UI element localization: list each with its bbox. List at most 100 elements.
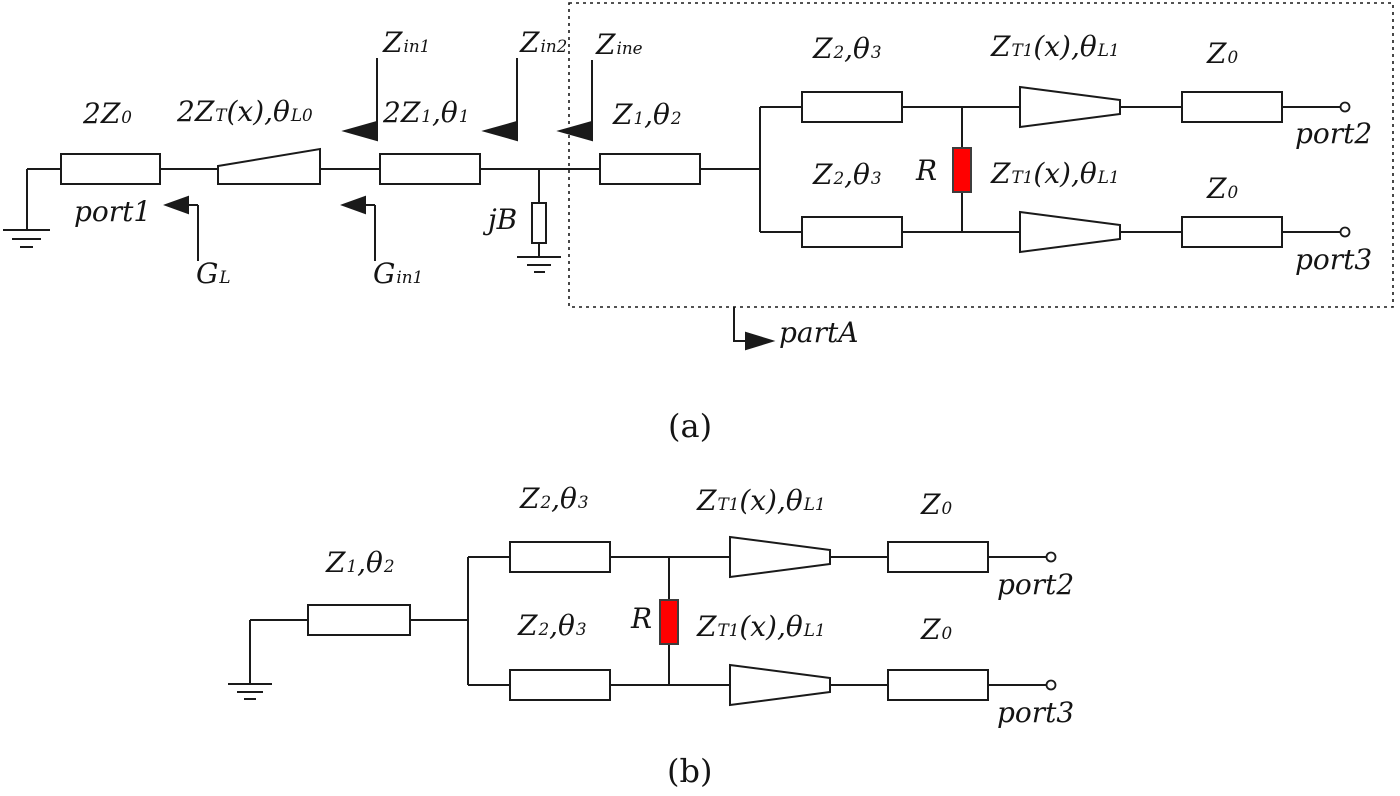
label-z2-theta3-top-a: Z2,θ3 xyxy=(813,34,882,63)
label-part: Z xyxy=(813,32,833,65)
resistor-body xyxy=(659,599,679,645)
gl-arrow xyxy=(163,195,199,261)
label-part: Z xyxy=(596,28,616,61)
label-subscript: 3 xyxy=(870,168,882,188)
label-part: port3 xyxy=(1295,243,1373,276)
tline-box-z0-bot-b xyxy=(887,669,989,701)
label-subscript: ine xyxy=(616,38,643,58)
label-subscript: in1 xyxy=(403,36,431,56)
label-part: ,θ xyxy=(844,32,870,65)
label-zin2: Zin2 xyxy=(520,28,567,57)
label-z1-theta2: Z1,θ2 xyxy=(613,100,682,129)
label-gl: GL xyxy=(196,259,231,288)
label-part: Z xyxy=(921,613,941,646)
label-part: (x),θ xyxy=(1033,30,1097,63)
port2-terminal-b xyxy=(1045,551,1057,563)
label-subscript: 2 xyxy=(670,108,682,128)
label-part: port2 xyxy=(997,568,1075,601)
label-subscript: L1 xyxy=(803,494,826,514)
label-subscript: 3 xyxy=(575,619,587,639)
label-part: ,θ xyxy=(844,158,870,191)
label-zine: Zine xyxy=(596,30,643,59)
label-part: G xyxy=(373,257,396,290)
port3-terminal-b xyxy=(1045,679,1057,691)
label-part: 2Z xyxy=(383,96,421,129)
label-port2-a: port2 xyxy=(1295,119,1372,148)
port2-terminal-a xyxy=(1339,101,1351,113)
isolation-resistor-a xyxy=(952,107,972,232)
label-subscript: 0 xyxy=(121,107,132,127)
label-subscript: 2 xyxy=(540,492,552,512)
label-port3-a: port3 xyxy=(1295,245,1372,274)
label-subscript: 2 xyxy=(833,42,845,62)
label-subscript: 0 xyxy=(1227,182,1239,202)
label-subscript: T1 xyxy=(717,620,740,640)
parta-pointer xyxy=(733,307,776,351)
port3-terminal-a xyxy=(1339,226,1351,238)
ground-symbol-port1 xyxy=(3,169,50,248)
label-part: jB xyxy=(488,203,518,236)
label-port1: port1 xyxy=(74,197,151,226)
label-subscript: 2 xyxy=(383,556,395,576)
label-part: R xyxy=(631,602,653,635)
label-z1-theta2-b: Z1,θ2 xyxy=(326,548,395,577)
tline-box-z0-top-b xyxy=(887,541,989,573)
label-subscript: 0 xyxy=(941,498,953,518)
label-z0-bot-a: Z0 xyxy=(1207,174,1238,203)
label-part: port1 xyxy=(74,195,152,228)
label-subscript: 0 xyxy=(941,623,953,643)
label-part: port3 xyxy=(997,696,1075,729)
label-gin1: Gin1 xyxy=(373,259,423,288)
label-part: (x),θ xyxy=(739,610,803,643)
label-subscript: L xyxy=(219,267,231,287)
label-port2-b: port2 xyxy=(997,570,1074,599)
tline-box-z2-top-b xyxy=(509,541,611,573)
label-zin1: Zin1 xyxy=(383,28,430,57)
figure-a xyxy=(3,2,1394,351)
shunt-jb xyxy=(517,169,561,273)
label-zt1-bot-b: ZT1(x),θL1 xyxy=(697,612,826,641)
jb-box xyxy=(531,202,547,244)
label-subscript: in2 xyxy=(540,36,568,56)
label-subscript: 1 xyxy=(346,556,358,576)
label-z0-bot-b: Z0 xyxy=(921,615,952,644)
tline-box-z2-bot-b xyxy=(509,669,611,701)
zin2-arrow xyxy=(481,58,518,142)
label-port3-b: port3 xyxy=(997,698,1074,727)
taper-zt1-top xyxy=(1019,85,1121,129)
label-taper-2zt: 2ZT(x),θL0 xyxy=(177,97,313,126)
taper-zt1-top-b xyxy=(729,535,831,579)
tline-box-2z1 xyxy=(379,153,481,185)
tline-box-2z0 xyxy=(60,153,161,185)
label-subscript: L1 xyxy=(1097,167,1120,187)
label-parta: partA xyxy=(779,318,858,347)
label-r-b: R xyxy=(631,604,652,633)
zin1-arrow xyxy=(341,58,378,142)
caption-b: (b) xyxy=(667,752,713,790)
label-jb: jB xyxy=(488,205,517,234)
label-part: (x),θ xyxy=(226,95,290,128)
label-part: ,θ xyxy=(357,546,383,579)
label-subscript: 1 xyxy=(458,106,470,126)
label-z2-theta3-bot-a: Z2,θ3 xyxy=(813,160,882,189)
label-part: ,θ xyxy=(644,98,670,131)
label-part: G xyxy=(196,257,219,290)
label-zt1-top-b: ZT1(x),θL1 xyxy=(697,486,826,515)
label-part: R xyxy=(916,154,938,187)
label-part: ,θ xyxy=(431,96,458,129)
label-part: Z xyxy=(520,482,540,515)
label-part: ,θ xyxy=(549,609,575,642)
label-part: Z xyxy=(1207,172,1227,205)
tline-box-z0-bot xyxy=(1181,216,1283,248)
label-subscript: L1 xyxy=(1097,40,1120,60)
label-subscript: T1 xyxy=(1011,40,1034,60)
label-subscript: 1 xyxy=(421,106,432,126)
label-part: Z xyxy=(326,546,346,579)
label-part: Z xyxy=(613,98,633,131)
label-part: (x),θ xyxy=(1033,157,1097,190)
label-subscript: 3 xyxy=(870,42,882,62)
label-part: Z xyxy=(1207,37,1227,70)
label-z2-theta3-top-b: Z2,θ3 xyxy=(520,484,589,513)
